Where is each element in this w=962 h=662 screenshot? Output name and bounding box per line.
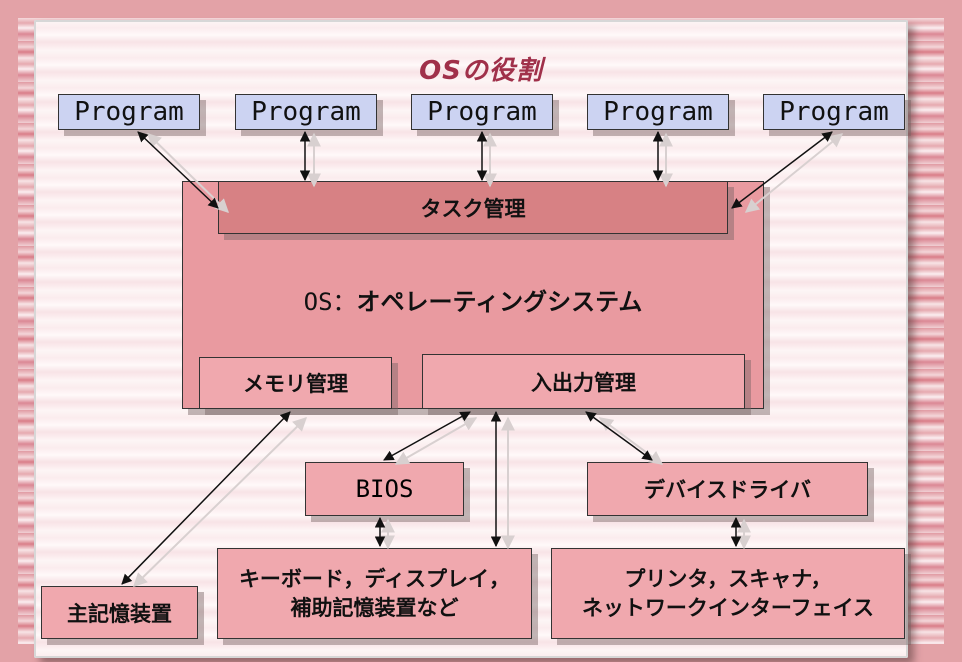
program-box-3: Program	[411, 94, 553, 130]
main-memory-box: 主記憶装置	[41, 586, 198, 639]
network-devices-box: プリンタ，スキャナ， ネットワークインターフェイス	[551, 548, 905, 639]
input-devices-line2: 補助記憶装置など	[290, 595, 459, 620]
os-prefix: OS：	[303, 288, 357, 316]
network-devices-line1: プリンタ，スキャナ，	[624, 567, 832, 592]
device-driver-box: デバイスドライバ	[587, 462, 868, 516]
memory-management-box: メモリ管理	[199, 357, 392, 409]
diagram-title: OSの役割	[419, 56, 543, 86]
network-devices-line2: ネットワークインターフェイス	[581, 595, 875, 620]
os-label: OS：オペレーティングシステム	[182, 282, 764, 317]
os-name: オペレーティングシステム	[356, 288, 643, 316]
program-box-1: Program	[58, 94, 200, 130]
program-box-4: Program	[587, 94, 729, 130]
io-management-box: 入出力管理	[422, 354, 745, 409]
program-box-5: Program	[763, 94, 905, 130]
bios-box: BIOS	[305, 462, 464, 516]
task-management-box: タスク管理	[218, 181, 728, 234]
program-box-2: Program	[235, 94, 377, 130]
